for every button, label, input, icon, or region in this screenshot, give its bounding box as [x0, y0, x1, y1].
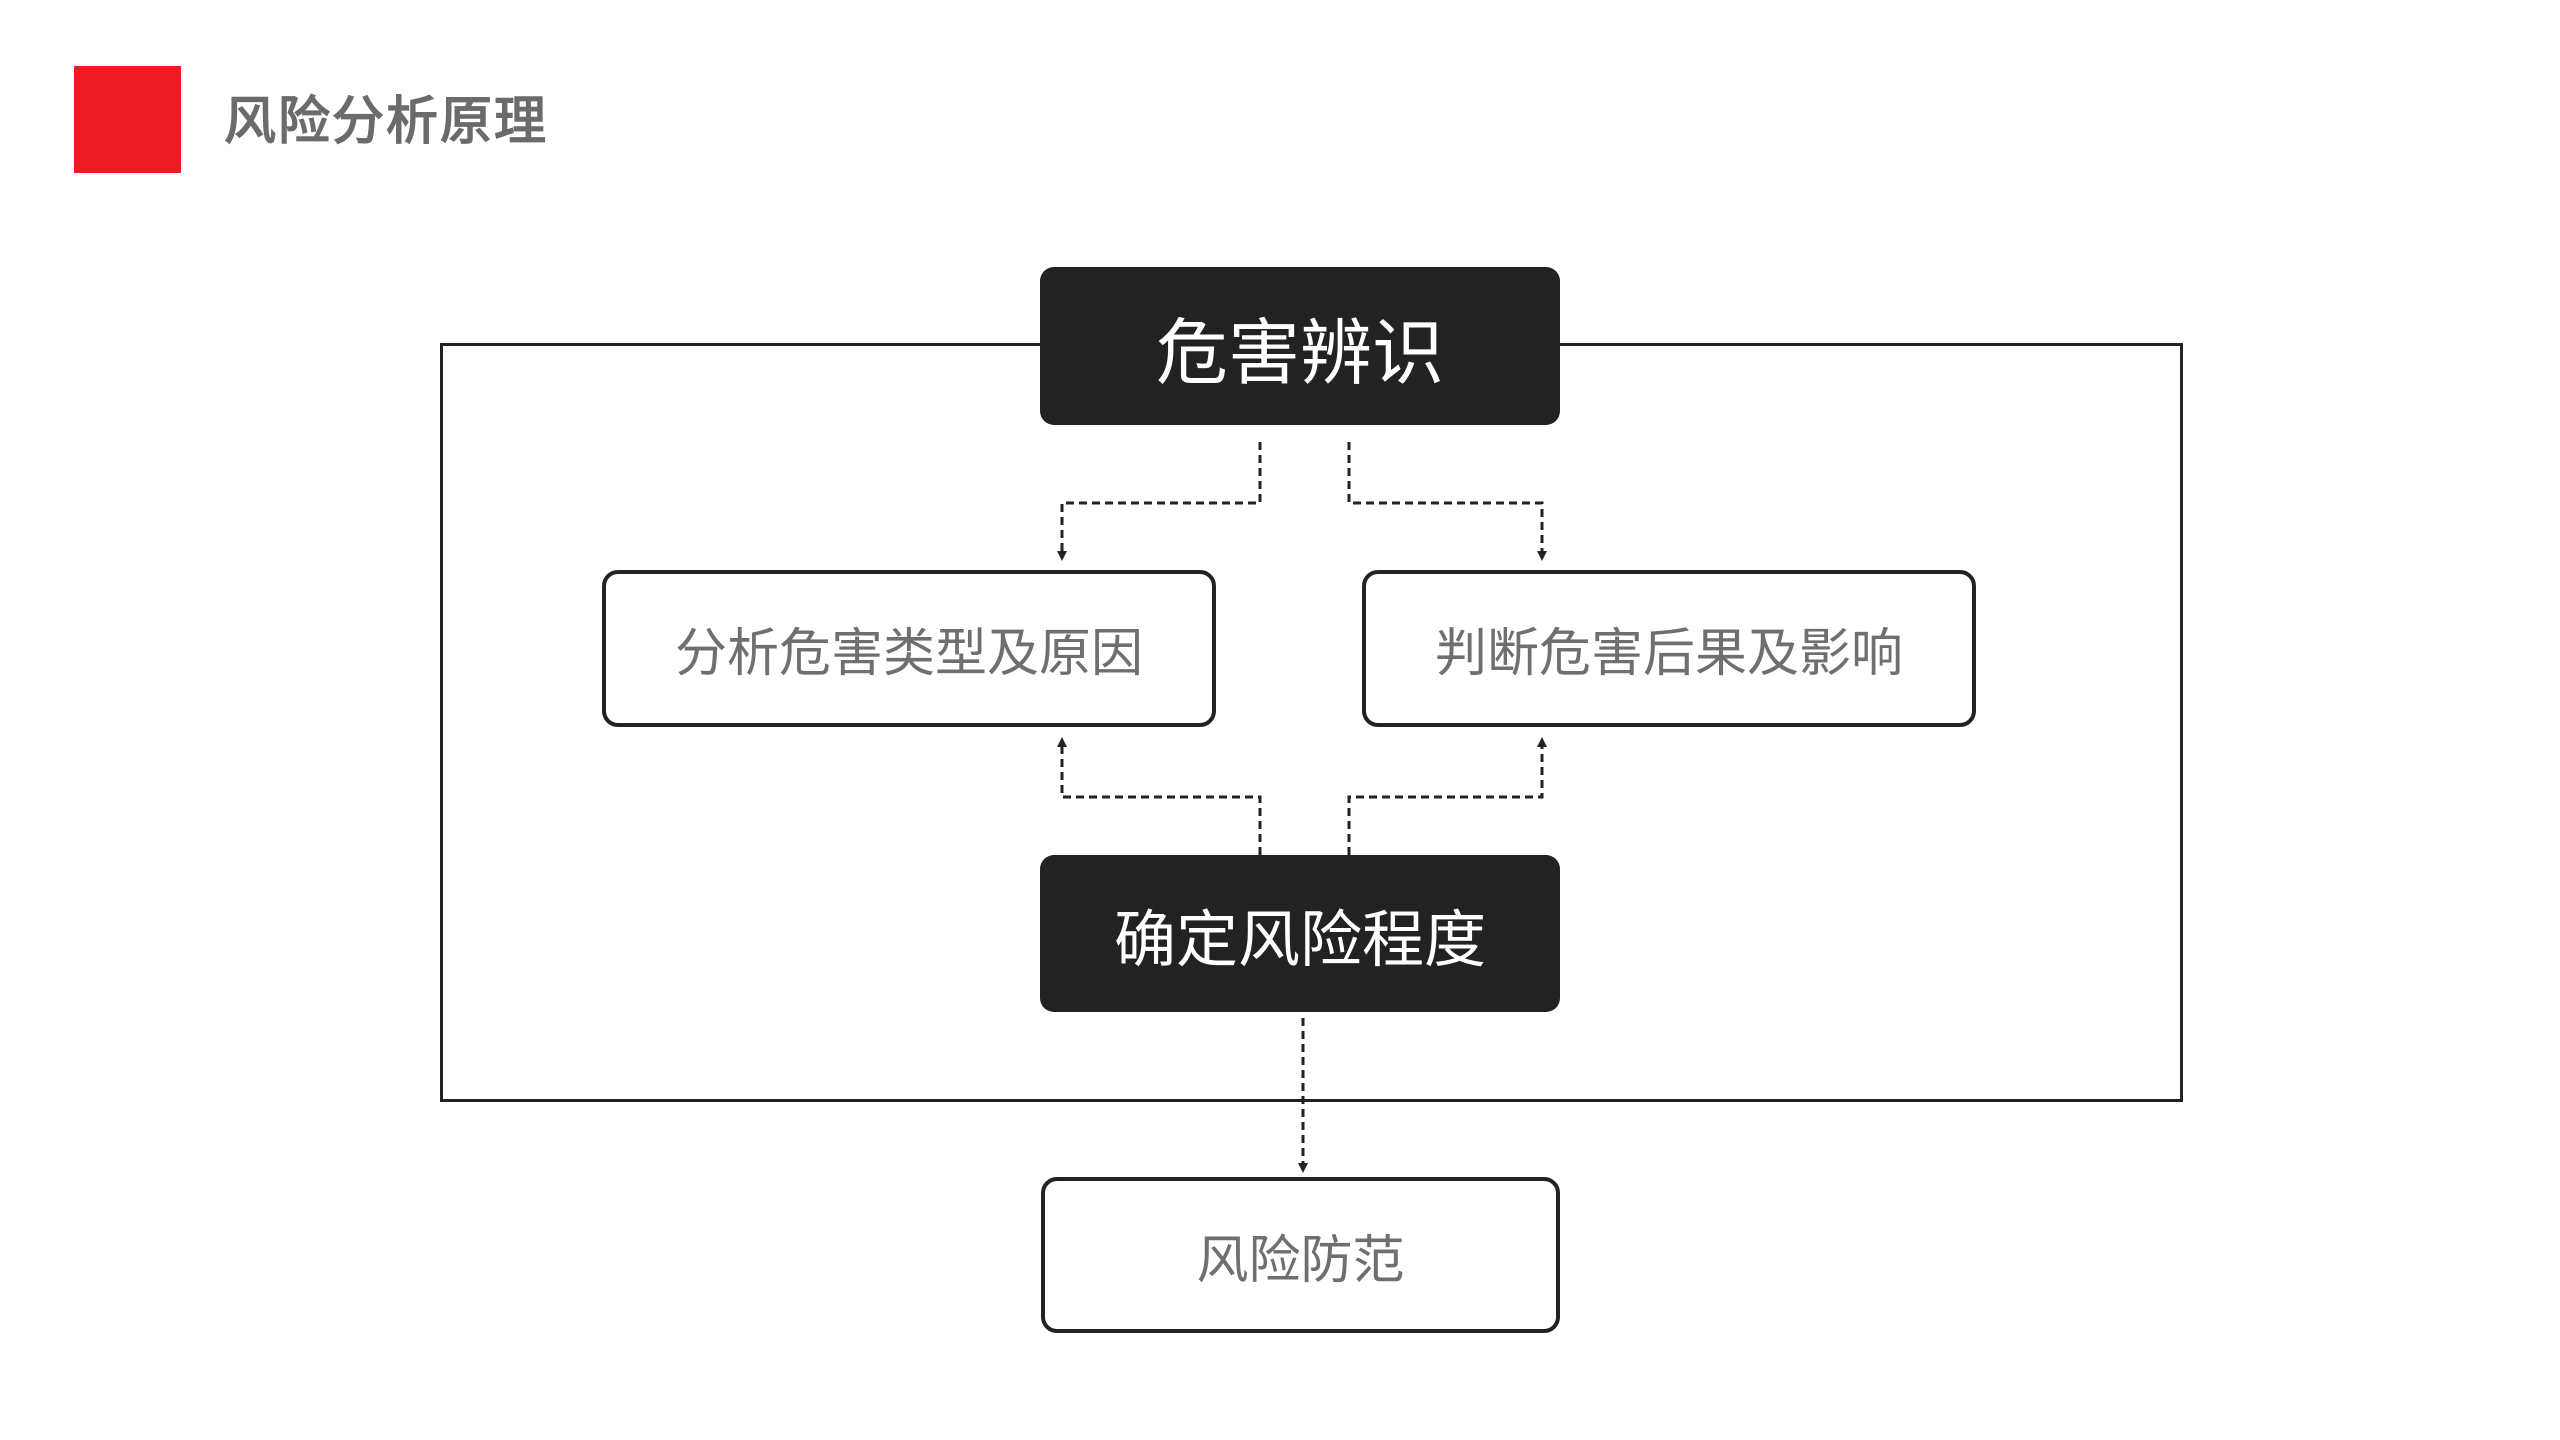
node-determine-risk-level-label: 确定风险程度: [1113, 902, 1486, 976]
node-hazard-identification-label: 危害辨识: [1155, 310, 1444, 395]
node-judge-consequences-label: 判断危害后果及影响: [1434, 624, 1903, 684]
node-hazard-identification: 危害辨识: [1040, 267, 1560, 425]
edge-risk-to-judge: [1347, 737, 1547, 855]
node-judge-consequences: 判断危害后果及影响: [1362, 570, 1976, 727]
edge-identify-to-analyze: [1057, 442, 1262, 561]
node-analyze-hazard-types: 分析危害类型及原因: [602, 570, 1216, 727]
node-risk-prevention: 风险防范: [1041, 1177, 1560, 1333]
edge-risk-to-analyze: [1057, 737, 1262, 855]
page-title: 风险分析原理: [224, 92, 549, 152]
node-analyze-hazard-types-label: 分析危害类型及原因: [674, 624, 1143, 684]
node-determine-risk-level: 确定风险程度: [1040, 855, 1560, 1012]
node-risk-prevention-label: 风险防范: [1196, 1230, 1405, 1291]
title-accent-square: [74, 66, 181, 173]
edge-identify-to-judge: [1347, 442, 1547, 561]
